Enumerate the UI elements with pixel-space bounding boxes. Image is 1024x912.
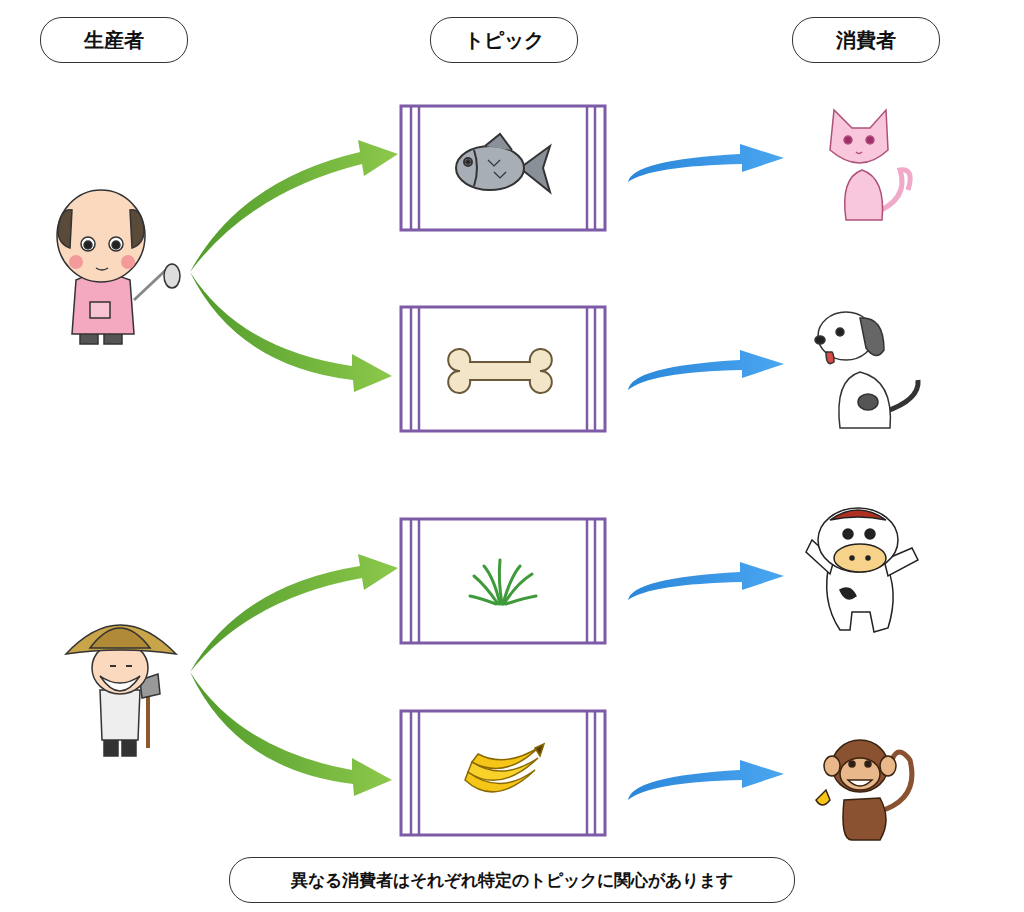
header-text: 生産者 <box>84 27 144 54</box>
cat-figure <box>830 110 910 220</box>
banana-icon <box>465 744 544 792</box>
caption-pill: 異なる消費者はそれぞれ特定のトピックに関心があります <box>229 857 795 903</box>
cook-figure <box>57 190 180 344</box>
consume-arrow <box>628 144 784 800</box>
header-text: 消費者 <box>836 27 896 54</box>
header-text: トピック <box>464 27 544 54</box>
fish-icon <box>456 134 550 192</box>
monkey-figure <box>816 740 912 840</box>
header-pill: トピック <box>430 17 578 63</box>
bone-icon <box>448 349 552 393</box>
caption-text: 異なる消費者はそれぞれ特定のトピックに関心があります <box>291 869 733 892</box>
farmer-figure <box>66 625 176 756</box>
topic-box <box>401 106 605 835</box>
header-pill: 生産者 <box>40 17 188 63</box>
header-pill: 消費者 <box>792 17 940 63</box>
topic-box-lines <box>411 106 595 835</box>
dog-figure <box>815 312 918 428</box>
cow-figure <box>806 508 918 632</box>
produce-arrow <box>190 140 398 796</box>
grass-icon <box>470 560 536 604</box>
